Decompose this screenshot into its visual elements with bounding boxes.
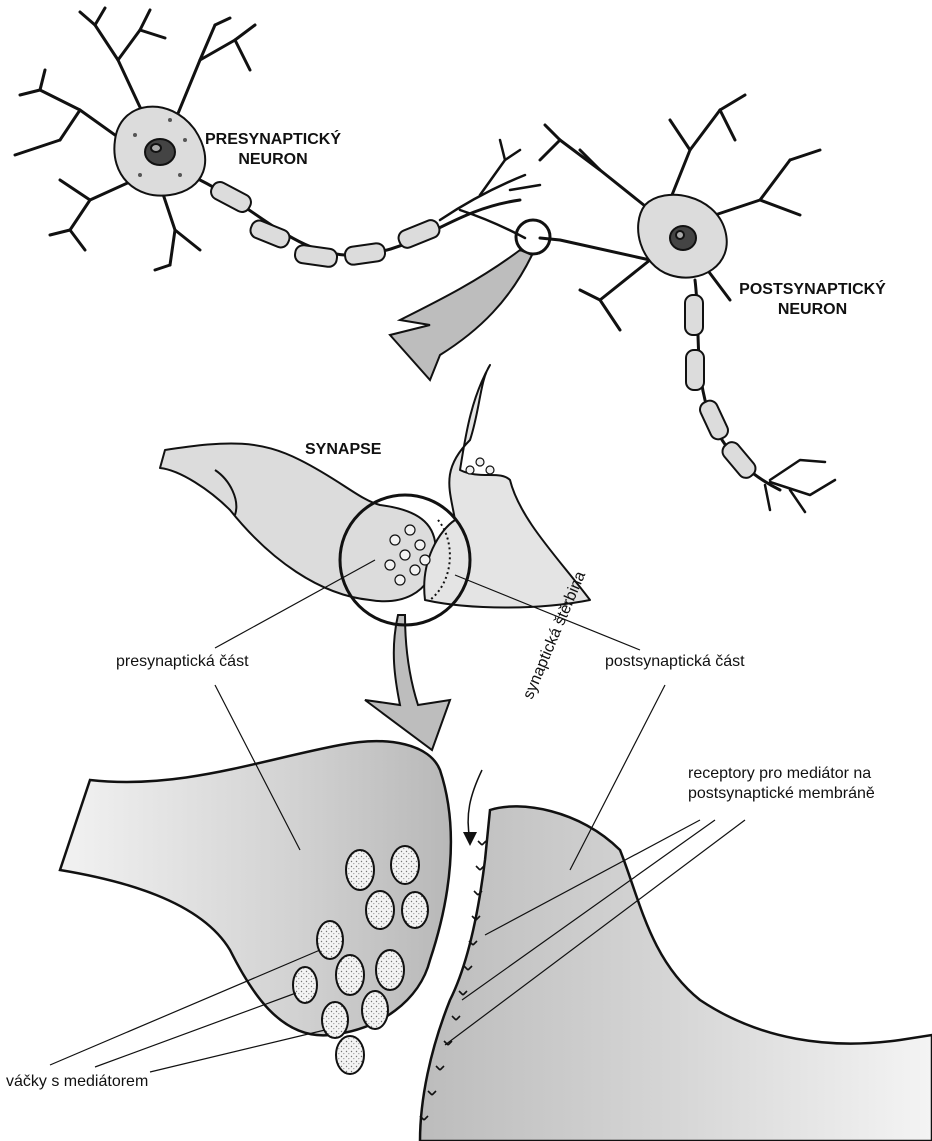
label-presynaptic-neuron: PRESYNAPTICKÝ NEURON bbox=[198, 130, 348, 170]
synapse-middle bbox=[160, 365, 590, 608]
zoom-arrow-1 bbox=[390, 250, 532, 380]
cleft-arrowhead bbox=[463, 832, 477, 846]
postsynaptic-membrane bbox=[420, 806, 932, 1141]
zoom-arrow-2 bbox=[365, 615, 450, 750]
presynaptic-terminal bbox=[60, 741, 451, 1074]
label-receptors: receptory pro mediátor na postsynaptické… bbox=[688, 764, 898, 804]
label-presynaptic-part: presynaptická část bbox=[116, 652, 249, 672]
label-postsynaptic-neuron: POSTSYNAPTICKÝ NEURON bbox=[725, 280, 900, 320]
label-synapse: SYNAPSE bbox=[305, 440, 381, 460]
cleft-arrow bbox=[468, 770, 482, 840]
label-postsynaptic-part: postsynaptická část bbox=[605, 652, 745, 672]
label-vesicles: váčky s mediátorem bbox=[6, 1072, 148, 1092]
